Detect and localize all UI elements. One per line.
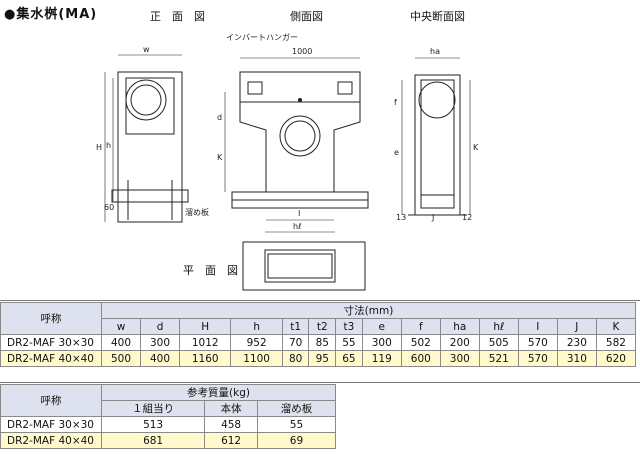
table-cell: 55 <box>256 416 337 433</box>
row-name: DR2-MAF 40×40 <box>0 350 102 367</box>
front-left-view <box>104 54 189 223</box>
row-name: DR2-MAF 40×40 <box>0 432 102 449</box>
col-header: I <box>517 318 558 335</box>
dim-h: h <box>106 141 111 150</box>
side-view <box>224 57 369 221</box>
plan-view-label: 平 面 図 <box>183 264 238 277</box>
col-header: J <box>556 318 597 335</box>
weight-group-header: 参考質量(kg) <box>101 384 336 401</box>
table-cell: 200 <box>439 334 480 351</box>
separator-line <box>0 300 640 301</box>
table-row: DR2-MAF 30×30 513 458 55 <box>0 416 337 433</box>
weight-table: 呼称 参考質量(kg) １組当り 本体 溜め板 DR2-MAF 30×30 51… <box>0 384 337 449</box>
row-name: DR2-MAF 30×30 <box>0 416 102 433</box>
col-header: 本体 <box>204 400 258 417</box>
col-header: t1 <box>281 318 310 335</box>
page-title: ●集水桝(MA) <box>4 7 98 22</box>
col-header: １組当り <box>100 400 206 417</box>
table-cell: 952 <box>230 334 283 351</box>
table-cell: 570 <box>517 350 558 367</box>
col-header: ha <box>439 318 480 335</box>
dim-f: f <box>394 98 397 107</box>
table-cell: 1012 <box>179 334 232 351</box>
dim-e: e <box>394 148 399 157</box>
dim-name-header: 呼称 <box>0 302 102 335</box>
table-cell: 502 <box>400 334 441 351</box>
table-cell: 85 <box>308 334 337 351</box>
dim-K-section: K <box>473 143 479 152</box>
table-cell: 400 <box>100 334 142 351</box>
dim-1000: 1000 <box>292 47 312 56</box>
table-cell: 300 <box>140 334 181 351</box>
col-header: e <box>361 318 402 335</box>
table-cell: 521 <box>478 350 519 367</box>
col-header: d <box>140 318 181 335</box>
table-cell: 69 <box>256 432 337 449</box>
table-cell: 400 <box>140 350 181 367</box>
col-header: H <box>179 318 232 335</box>
table-cell: 600 <box>400 350 441 367</box>
table-cell: 620 <box>595 350 637 367</box>
table-cell: 570 <box>517 334 558 351</box>
technical-drawing: w H h 60 溜め板 インバートハンガー 1000 d K I ha f e… <box>96 32 479 291</box>
table-cell: 612 <box>204 432 258 449</box>
dim-w: w <box>143 45 150 54</box>
dim-H: H <box>96 143 102 152</box>
table-cell: 80 <box>281 350 310 367</box>
table-cell: 95 <box>308 350 337 367</box>
dim-ha: ha <box>430 47 440 56</box>
table-cell: 681 <box>100 432 206 449</box>
col-header: w <box>100 318 142 335</box>
dim-K: K <box>217 153 223 162</box>
table-cell: 70 <box>281 334 310 351</box>
front-view-label: 正 面 図 <box>150 10 205 23</box>
col-header: h <box>230 318 283 335</box>
row-name: DR2-MAF 30×30 <box>0 334 102 351</box>
dim-J: J <box>431 213 434 222</box>
col-header: hℓ <box>478 318 519 335</box>
col-header: t3 <box>335 318 363 335</box>
col-header: K <box>595 318 637 335</box>
dim-group-header: 寸法(mm) <box>101 302 636 319</box>
col-header: f <box>400 318 441 335</box>
separator-line <box>0 382 640 383</box>
dim-12: 12 <box>462 213 472 222</box>
table-cell: 300 <box>439 350 480 367</box>
center-section-view <box>401 57 471 216</box>
table-cell: 1100 <box>230 350 283 367</box>
dim-13: 13 <box>396 213 406 222</box>
table-cell: 65 <box>335 350 363 367</box>
table-cell: 119 <box>361 350 402 367</box>
table-row: DR2-MAF 30×30 400 300 1012 952 70 85 55 … <box>0 334 637 351</box>
table-cell: 1160 <box>179 350 232 367</box>
table-row: DR2-MAF 40×40 681 612 69 <box>0 432 337 449</box>
table-cell: 230 <box>556 334 597 351</box>
table-cell: 55 <box>335 334 363 351</box>
col-header: 溜め板 <box>256 400 337 417</box>
table-cell: 310 <box>556 350 597 367</box>
dim-d: d <box>217 113 222 122</box>
table-cell: 458 <box>204 416 258 433</box>
col-header: t2 <box>308 318 337 335</box>
dimensions-table: 呼称 寸法(mm) w d H h t1 t2 t3 e f ha hℓ I J… <box>0 302 637 367</box>
weight-name-header: 呼称 <box>0 384 102 417</box>
label-invert-hanger: インバートハンガー <box>226 32 298 42</box>
table-cell: 582 <box>595 334 637 351</box>
table-cell: 505 <box>478 334 519 351</box>
dim-hl: hℓ <box>293 222 301 231</box>
side-view-label: 側面図 <box>290 10 323 23</box>
table-cell: 500 <box>100 350 142 367</box>
plan-view <box>242 231 366 291</box>
dim-I: I <box>298 209 300 218</box>
table-cell: 513 <box>100 416 206 433</box>
center-section-label: 中央断面図 <box>410 10 465 23</box>
table-row: DR2-MAF 40×40 500 400 1160 1100 80 95 65… <box>0 350 637 367</box>
label-weir: 溜め板 <box>185 207 209 217</box>
table-cell: 300 <box>361 334 402 351</box>
dim-60: 60 <box>104 203 114 212</box>
